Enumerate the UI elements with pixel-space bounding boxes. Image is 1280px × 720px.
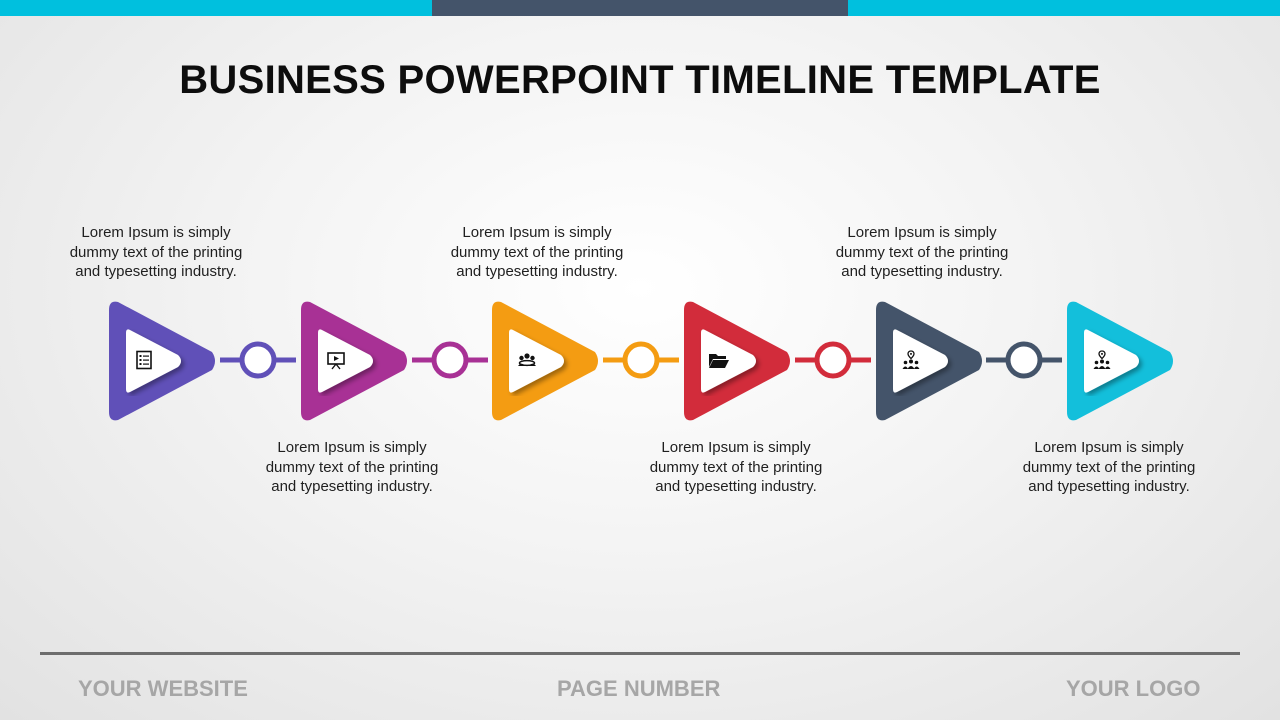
timeline-connector-1: [220, 341, 296, 379]
caption-line: dummy text of the printing: [835, 243, 1009, 261]
caption-step-1: Lorem Ipsum is simply dummy text of the …: [46, 223, 266, 282]
caption-line: dummy text of the printing: [450, 243, 624, 261]
team-meeting-icon: [515, 348, 539, 372]
caption-line: Lorem Ipsum is simply: [81, 224, 231, 241]
location-team-icon: [1090, 348, 1114, 372]
location-team-icon: [899, 348, 923, 372]
timeline-step-2: [300, 300, 410, 422]
caption-step-6: Lorem Ipsum is simply dummy text of the …: [999, 438, 1219, 497]
checklist-icon: [132, 348, 156, 372]
footer-logo: YOUR LOGO: [1066, 676, 1201, 701]
top-bar-middle: [432, 0, 848, 16]
folder-icon: [707, 348, 731, 372]
timeline-step-5: [875, 300, 985, 422]
caption-line: and typesetting industry.: [841, 263, 1003, 280]
caption-line: Lorem Ipsum is simply: [1034, 439, 1184, 456]
slide-title: BUSINESS POWERPOINT TIMELINE TEMPLATE: [179, 58, 1101, 102]
top-bar-left: [0, 0, 432, 16]
caption-step-3: Lorem Ipsum is simply dummy text of the …: [427, 223, 647, 282]
caption-step-5: Lorem Ipsum is simply dummy text of the …: [812, 223, 1032, 282]
caption-line: dummy text of the printing: [649, 458, 823, 476]
caption-line: and typesetting industry.: [456, 263, 618, 280]
inner-triangle: [126, 329, 181, 393]
timeline-connector-2: [412, 341, 488, 379]
caption-line: and typesetting industry.: [1028, 478, 1190, 495]
caption-line: dummy text of the printing: [265, 458, 439, 476]
inner-triangle: [509, 329, 564, 393]
timeline-step-6: [1066, 300, 1176, 422]
inner-triangle: [318, 329, 373, 393]
footer-divider: [40, 652, 1240, 655]
caption-line: dummy text of the printing: [1022, 458, 1196, 476]
inner-triangle: [1084, 329, 1139, 393]
timeline-step-4: [683, 300, 793, 422]
footer-page-number: PAGE NUMBER: [557, 676, 721, 701]
caption-line: dummy text of the printing: [69, 243, 243, 261]
caption-line: and typesetting industry.: [75, 263, 237, 280]
caption-line: and typesetting industry.: [271, 478, 433, 495]
caption-step-4: Lorem Ipsum is simply dummy text of the …: [626, 438, 846, 497]
caption-line: Lorem Ipsum is simply: [277, 439, 427, 456]
caption-line: Lorem Ipsum is simply: [661, 439, 811, 456]
timeline-step-3: [491, 300, 601, 422]
timeline-connector-3: [603, 341, 679, 379]
timeline-connector-4: [795, 341, 871, 379]
caption-line: and typesetting industry.: [655, 478, 817, 495]
caption-step-2: Lorem Ipsum is simply dummy text of the …: [242, 438, 462, 497]
timeline-step-1: [108, 300, 218, 422]
caption-line: Lorem Ipsum is simply: [462, 224, 612, 241]
top-bar-right: [848, 0, 1280, 16]
caption-line: Lorem Ipsum is simply: [847, 224, 997, 241]
timeline-connector-5: [986, 341, 1062, 379]
footer-website: YOUR WEBSITE: [78, 676, 248, 701]
presentation-icon: [324, 348, 348, 372]
inner-triangle: [893, 329, 948, 393]
